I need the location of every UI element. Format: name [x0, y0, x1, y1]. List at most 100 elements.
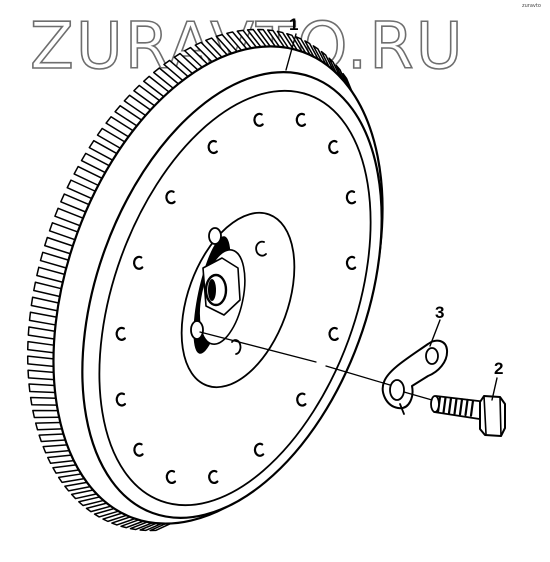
watermark-text: ZURAVTO.RU [30, 10, 465, 84]
gear-tooth [33, 281, 63, 298]
gear-tooth [88, 139, 118, 161]
gear-tooth [102, 512, 128, 523]
gear-tooth [304, 40, 319, 61]
leader-line-1 [285, 33, 297, 71]
gear-tooth [312, 45, 327, 66]
gear-tooth [48, 222, 79, 241]
gear-tooth [328, 57, 341, 78]
gear-tooth [42, 444, 71, 454]
bolt-thread [469, 399, 475, 417]
gear-tooth [27, 326, 56, 340]
hub-outer [180, 211, 296, 389]
gear-tooth [149, 522, 172, 532]
gear-tooth [38, 433, 67, 443]
flywheel [52, 45, 384, 525]
bolt-hole [208, 469, 219, 485]
bolt-thread [458, 398, 464, 416]
gear-tooth [276, 30, 295, 50]
hub-hole-1 [208, 227, 222, 245]
gear-tooth [54, 207, 84, 227]
bolt-thread [453, 397, 458, 415]
bolt-head-edge-2 [499, 396, 502, 437]
gear-tooth [80, 152, 110, 174]
gear-tooth [57, 473, 86, 484]
bolt-hole [253, 112, 264, 127]
gear-tooth [111, 516, 136, 526]
callout-lock-plate: 3 [435, 303, 444, 322]
alignment-line [199, 331, 317, 363]
flywheel-rim-inner [98, 89, 372, 507]
gear-tooth [26, 355, 55, 368]
gear-tooth [73, 165, 103, 187]
bolt-hole [207, 139, 218, 155]
bolt-head-edge-1 [483, 395, 487, 435]
lock-plate [381, 339, 449, 415]
gear-tooth [30, 296, 60, 312]
gear-tooth [266, 29, 286, 49]
gear-tooth [85, 502, 112, 513]
gear-tooth [28, 383, 56, 394]
gear-tooth [64, 481, 91, 492]
bolt-hole [345, 190, 357, 205]
gear-tooth [320, 50, 334, 71]
bolt-thread [447, 397, 453, 415]
gear-tooth [27, 340, 55, 354]
gear-tooth [123, 94, 152, 117]
gear-tooth [152, 67, 180, 89]
bolt-hole [328, 139, 339, 155]
gear-tooth [194, 41, 219, 63]
bolt-thread [464, 398, 469, 417]
gear-tooth [256, 28, 277, 48]
bolt-hole [115, 392, 127, 407]
hub-hole-3 [190, 320, 204, 340]
gear-tooth [246, 28, 267, 48]
gear-tooth [295, 36, 311, 56]
hub-hole-2 [255, 240, 267, 257]
gear-tooth [163, 59, 189, 82]
gear-tooth [47, 454, 75, 465]
gear-tooth [183, 46, 209, 69]
gear-tooth [78, 496, 105, 507]
bolt-hole [295, 112, 307, 127]
alignment-line-3 [403, 391, 433, 401]
gear-tooth [133, 84, 161, 107]
gear-tooth [32, 409, 60, 419]
hub-bore-depth [208, 279, 216, 301]
lock-plate-tab [399, 403, 405, 415]
bolt-hole [133, 442, 144, 457]
gear-tooth [93, 507, 120, 518]
gear-tooth [226, 31, 248, 52]
gear-tooth [29, 396, 58, 406]
bolt-hole [328, 326, 339, 342]
callout-bolt: 2 [494, 359, 503, 378]
gear-tooth [70, 489, 98, 500]
bolt-hole [165, 469, 177, 485]
gear-tooth [34, 421, 63, 431]
gear-tooth [142, 75, 170, 98]
lock-plate-hole-large [389, 379, 405, 401]
bolt-hole [165, 190, 176, 205]
gear-tooth [236, 29, 258, 49]
bolt-hole [115, 326, 126, 341]
bolt-hole [253, 442, 265, 457]
gear-tooth [173, 52, 199, 75]
alignment-line-2 [325, 365, 391, 386]
leader-line-2 [491, 377, 498, 401]
gear-tooth [105, 116, 134, 138]
gear-tooth [114, 104, 143, 127]
lock-plate-hole-small [425, 347, 439, 365]
gear-tooth [27, 369, 55, 381]
gear-tooth [43, 236, 74, 255]
gear-tooth [28, 311, 58, 326]
corner-mark: zuravto [522, 3, 541, 9]
gear-tooth [60, 193, 90, 213]
bolt-hole [296, 392, 307, 407]
gear-tooth [139, 522, 163, 532]
gear-tooth [66, 179, 97, 200]
bolt-hole [345, 255, 357, 271]
gear-tooth [96, 127, 126, 149]
gear-tooth [215, 33, 238, 55]
gear-tooth [39, 251, 70, 269]
gear-tooth [205, 37, 229, 58]
